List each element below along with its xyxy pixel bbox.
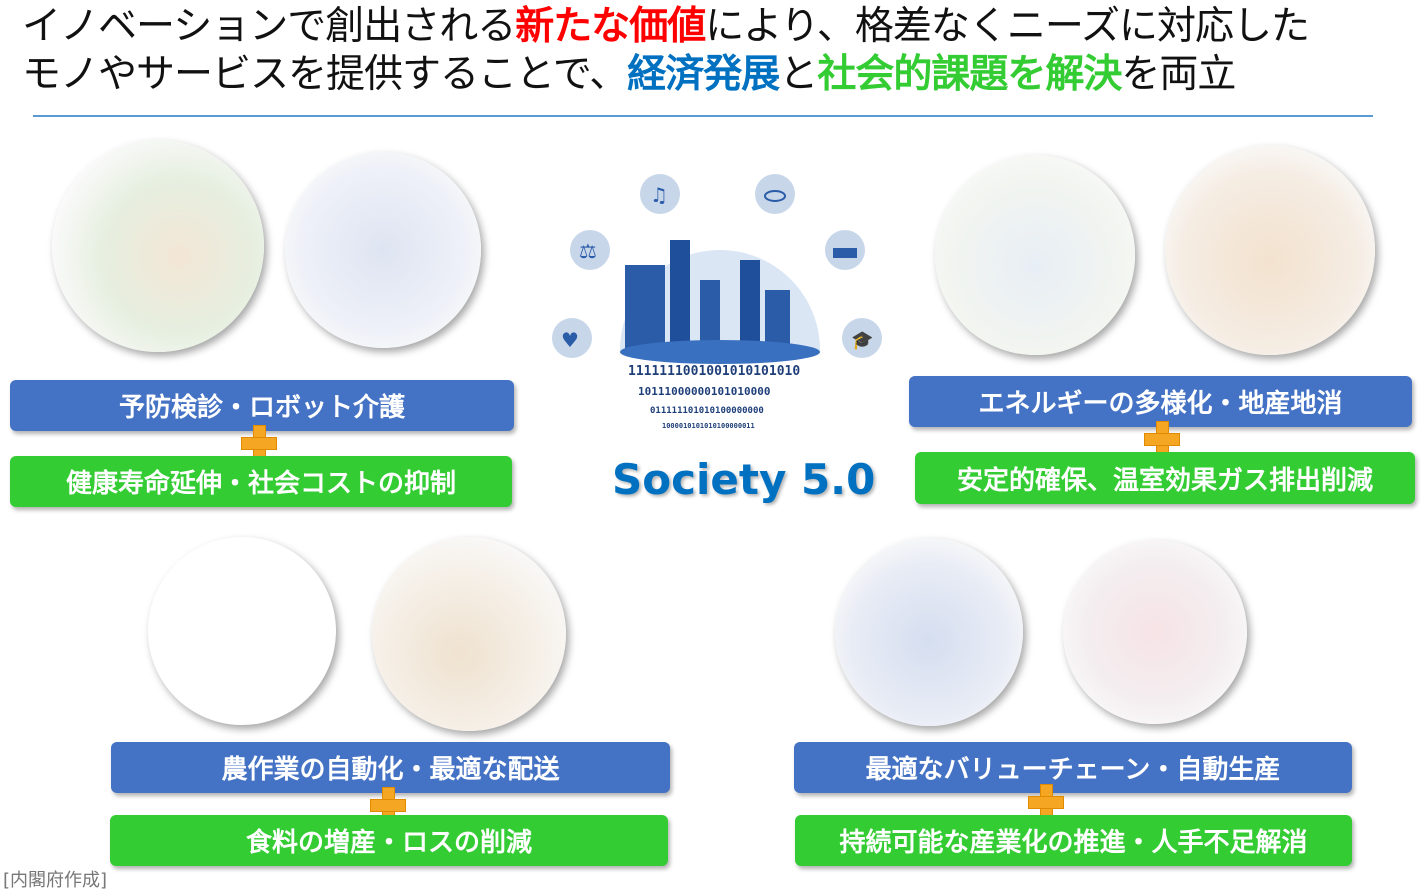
- headline-text: と: [779, 52, 818, 97]
- headline-text: を両立: [1121, 52, 1236, 97]
- headline-text: モノやサービスを提供することで、: [22, 52, 628, 97]
- source-credit: [内閣府作成]: [3, 870, 108, 891]
- outcome-box-agriculture: 食料の増産・ロスの削減: [110, 815, 668, 866]
- outcome-box-energy: 安定的確保、温室効果ガス排出削減: [915, 452, 1415, 504]
- headline-line-1: イノベーションで創出される新たな価値により、格差なくニーズに対応した: [22, 4, 1310, 50]
- plus-icon: [241, 425, 277, 461]
- heart-icon: [552, 318, 592, 358]
- benefit-box-industry: 最適なバリューチェーン・自動生産: [794, 742, 1352, 793]
- headline-emphasis-economy: 経済発展: [627, 52, 780, 97]
- svg-text:🎓: 🎓: [851, 330, 873, 351]
- benefit-box-agriculture: 農作業の自動化・最適な配送: [111, 742, 670, 793]
- headline-text: により、格差なくニーズに対応した: [705, 4, 1310, 49]
- illustration-remote-checkup: [52, 140, 264, 352]
- outcome-box-health: 健康寿命延伸・社会コストの抑制: [10, 456, 512, 507]
- headline-emphasis-social: 社会的課題を解決: [817, 52, 1122, 97]
- coins-icon: [755, 174, 795, 214]
- outcome-box-industry: 持続可能な産業化の推進・人手不足解消: [795, 815, 1352, 866]
- binary-text: 10111000000101010000: [638, 385, 770, 398]
- scales-icon: [570, 230, 610, 270]
- illustration-factory-line: [835, 538, 1023, 726]
- music-icon: [640, 174, 680, 214]
- illustration-robot-care: [285, 152, 481, 348]
- binary-text: 011111101010100000000: [650, 406, 764, 416]
- headline-line-2: モノやサービスを提供することで、経済発展と社会的課題を解決を両立: [22, 52, 1236, 98]
- society-globe-illustration: ♫ ⚖ ♥ 🎓 1111111001001010101010 101110000…: [552, 174, 882, 430]
- svg-text:♥: ♥: [561, 328, 579, 352]
- benefit-box-energy: エネルギーの多様化・地産地消: [909, 376, 1412, 427]
- svg-text:♫: ♫: [650, 183, 668, 207]
- benefit-box-health: 予防検診・ロボット介護: [10, 380, 514, 431]
- binary-text: 1000010101010100000011: [662, 422, 755, 430]
- headline-emphasis-new-value: 新たな価値: [515, 4, 706, 49]
- illustration-energy-plant: [935, 155, 1135, 355]
- plus-icon: [370, 787, 406, 823]
- illustration-delivery-robot: [372, 537, 566, 731]
- headline-text: イノベーションで創出される: [22, 4, 516, 49]
- illustration-value-chain-network: [1063, 540, 1247, 724]
- title-divider: [33, 115, 1373, 117]
- society-5-logo-text: Society 5.0: [612, 455, 876, 504]
- svg-text:⚖: ⚖: [579, 239, 597, 263]
- illustration-smart-house: [1165, 145, 1375, 355]
- graduation-cap-icon: [842, 318, 882, 358]
- illustration-automated-farming: [148, 537, 336, 725]
- binary-text: 1111111001001010101010: [628, 364, 800, 379]
